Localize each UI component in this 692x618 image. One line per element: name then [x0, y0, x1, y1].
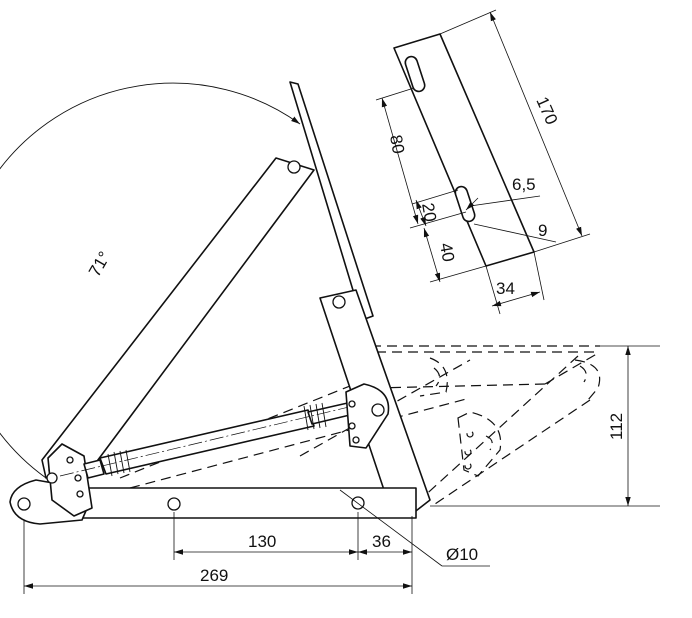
dim-112: 112: [607, 413, 626, 440]
dim-6-5: 6,5: [512, 175, 536, 194]
dim-9: 9: [538, 221, 547, 240]
angle-label: 71°: [85, 248, 114, 280]
dim-36: 36: [372, 532, 391, 551]
dim-80: 80: [386, 133, 408, 155]
plate-detail: [375, 9, 591, 315]
spring-mount-left: [46, 443, 93, 517]
dim-269: 269: [200, 566, 228, 585]
base-dimensions: [23, 489, 490, 594]
spring-mount-right: [345, 383, 390, 449]
dim-130: 130: [248, 532, 276, 551]
dim-20: 20: [418, 201, 440, 223]
dim-34: 34: [496, 279, 515, 298]
dim-40: 40: [436, 241, 458, 263]
dim-hole-diameter: Ø10: [446, 545, 478, 564]
lid-plate: [289, 81, 374, 321]
dim-170: 170: [532, 94, 561, 128]
height-dimension: [430, 345, 660, 507]
lowered-position-outline: [119, 345, 601, 507]
angle-arc: [0, 82, 301, 479]
